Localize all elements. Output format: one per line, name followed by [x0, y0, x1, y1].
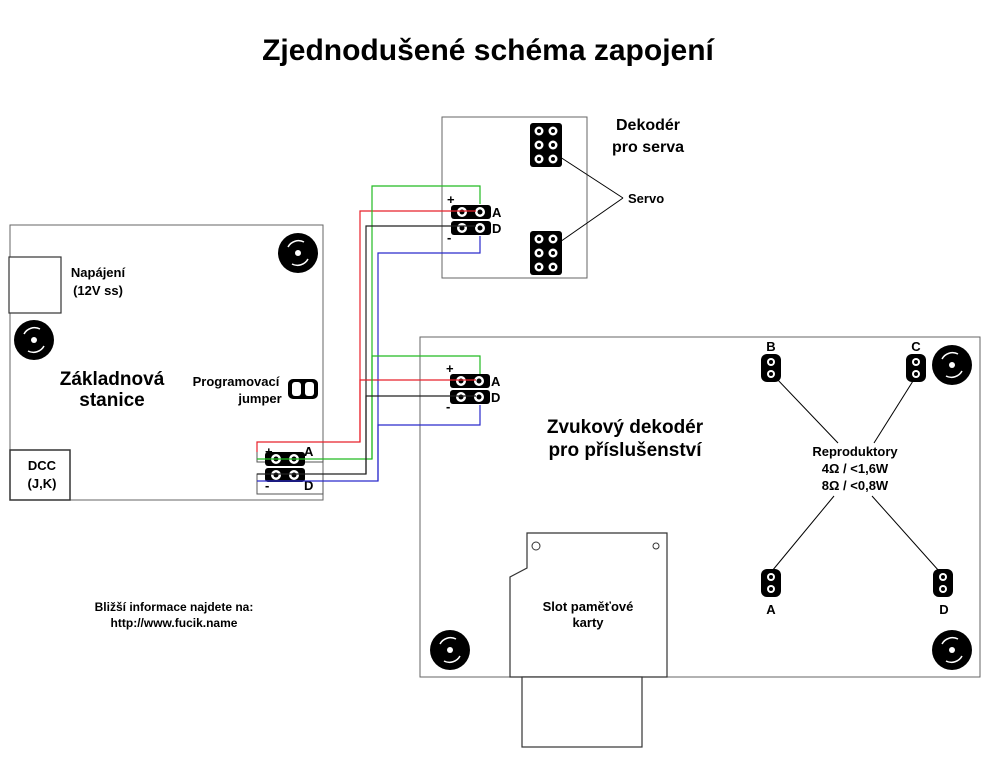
servo-header-top-icon[interactable] — [530, 123, 562, 167]
memory-card-slot[interactable] — [509, 532, 668, 748]
servo-decoder-board: Dekodér pro serva Servo + - A D — [441, 116, 684, 279]
programming-jumper-icon[interactable] — [288, 379, 318, 399]
servo-label: Servo — [628, 191, 664, 206]
servo-decoder-label-line1: Dekodér — [616, 117, 680, 134]
base-station-label-line1: Základnová — [60, 369, 165, 390]
output-minus-label: - — [265, 478, 269, 493]
power-label-line1: Napájení — [71, 265, 126, 280]
sound-input-connector-icon[interactable] — [450, 390, 490, 404]
mounting-hole-icon — [13, 319, 55, 361]
servo-input-d-label: D — [492, 221, 501, 236]
speaker-c-label: C — [911, 339, 921, 354]
sound-input-d-label: D — [491, 390, 500, 405]
speakers-title: Reproduktory — [812, 444, 898, 459]
wire-green — [257, 185, 481, 460]
dcc-label-line1: DCC — [28, 458, 57, 473]
power-label-line2: (12V ss) — [73, 283, 123, 298]
wire-black — [257, 225, 476, 475]
servo-pointer-line — [556, 197, 624, 245]
memory-card-label-line1: Slot paměťové — [543, 599, 634, 614]
diagram-title: Zjednodušené schéma zapojení — [262, 34, 715, 67]
output-a-label: A — [304, 444, 314, 459]
sound-input-plus-label: + — [446, 361, 454, 376]
sound-decoder-label-line1: Zvukový dekodér — [547, 417, 704, 438]
servo-decoder-outline — [441, 116, 588, 279]
servo-input-connector-icon[interactable] — [451, 205, 491, 219]
speaker-connector-d-icon[interactable] — [933, 569, 953, 597]
speakers-spec-4ohm: 4Ω / <1,6W — [822, 461, 889, 476]
output-plus-label: + — [265, 444, 273, 459]
output-connector-icon[interactable] — [265, 468, 305, 482]
mounting-hole-icon — [277, 232, 319, 274]
sound-decoder-outline — [419, 336, 981, 678]
output-d-label: D — [304, 478, 313, 493]
servo-input-a-label: A — [492, 205, 502, 220]
dcc-connector — [9, 449, 71, 501]
speakers-spec-8ohm: 8Ω / <0,8W — [822, 478, 889, 493]
speaker-pointer-line — [873, 380, 914, 444]
info-line1: Bližší informace najdete na: — [95, 600, 254, 614]
servo-input-minus-label: - — [447, 230, 451, 245]
wire-blue — [377, 405, 481, 481]
speaker-connector-c-icon[interactable] — [906, 354, 926, 382]
info-link[interactable]: http://www.fucik.name — [111, 616, 238, 630]
wire-black — [365, 395, 476, 474]
speaker-a-label: A — [766, 602, 776, 617]
sound-decoder-label-line2: pro příslušenství — [548, 440, 702, 461]
mounting-hole-icon — [931, 629, 973, 671]
servo-header-bottom-icon[interactable] — [530, 231, 562, 275]
memory-card-label-line2: karty — [572, 615, 604, 630]
speaker-pointer-line — [771, 495, 835, 572]
wires — [256, 185, 481, 482]
jumper-label-line2: jumper — [237, 391, 281, 406]
dcc-label-line2: (J,K) — [28, 476, 57, 491]
mounting-hole-icon — [429, 629, 471, 671]
servo-input-plus-label: + — [447, 192, 455, 207]
servo-pointer-line — [556, 154, 624, 199]
speaker-pointer-line — [871, 495, 940, 572]
base-station-label-line2: stanice — [79, 390, 144, 411]
wire-blue — [257, 236, 481, 482]
speaker-d-label: D — [939, 602, 948, 617]
sound-input-connector-icon[interactable] — [450, 374, 490, 388]
jumper-label-line1: Programovací — [193, 374, 280, 389]
speaker-connector-b-icon[interactable] — [761, 354, 781, 382]
sound-input-a-label: A — [491, 374, 501, 389]
sound-decoder-board: Zvukový dekodér pro příslušenství + - A … — [419, 336, 981, 748]
wire-green — [371, 355, 481, 459]
wire-red — [359, 379, 476, 442]
speaker-pointer-line — [775, 377, 839, 444]
speaker-connector-a-icon[interactable] — [761, 569, 781, 597]
sound-input-minus-label: - — [446, 399, 450, 414]
servo-input-connector-icon[interactable] — [451, 221, 491, 235]
mounting-hole-icon — [931, 344, 973, 386]
servo-decoder-label-line2: pro serva — [612, 139, 684, 156]
power-connector — [8, 256, 62, 314]
base-station-board: Napájení (12V ss) Základnová stanice Pro… — [8, 224, 324, 501]
speaker-b-label: B — [766, 339, 775, 354]
